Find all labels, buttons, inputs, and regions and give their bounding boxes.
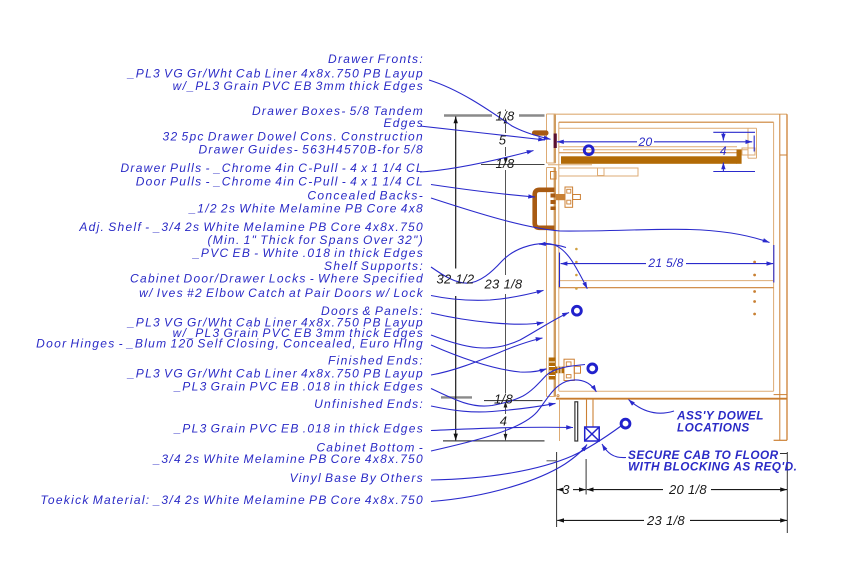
svg-text:23 1/8: 23 1/8 [484,276,523,291]
svg-text:w/_PL3 Grain PVC EB 3mm thick: w/_PL3 Grain PVC EB 3mm thick Edges [173,79,424,93]
svg-text:_PL3 VG Gr/Wht Cab Liner 4x8x.: _PL3 VG Gr/Wht Cab Liner 4x8x.750 PB Lay… [127,367,424,381]
svg-text:WITH BLOCKING AS REQ'D.: WITH BLOCKING AS REQ'D. [628,460,797,474]
svg-text:_PVC EB - White .018 in thick: _PVC EB - White .018 in thick Edges [192,246,424,260]
svg-text:_PL3 Grain PVC EB .018 in thic: _PL3 Grain PVC EB .018 in thick Edges [173,422,424,436]
svg-text:Drawer Fronts:: Drawer Fronts: [328,52,424,66]
svg-text:Concealed Backs-: Concealed Backs- [307,189,424,203]
svg-text:w/ Ives #2 Elbow Catch at Pair: w/ Ives #2 Elbow Catch at Pair Doors w/ … [139,286,424,300]
svg-text:5: 5 [499,133,507,148]
svg-text:Edges: Edges [383,116,424,130]
svg-text:1/8: 1/8 [494,391,513,406]
svg-text:_3/4 2s White Melamine PB Core: _3/4 2s White Melamine PB Core 4x8x.750 [152,452,424,466]
svg-text:Adj. Shelf - _3/4 2s White Mel: Adj. Shelf - _3/4 2s White Melamine PB C… [78,220,424,234]
svg-text:Toekick Material: _3/4 2s Whit: Toekick Material: _3/4 2s White Melamine… [40,493,424,507]
svg-text:Cabinet Door/Drawer Locks - Wh: Cabinet Door/Drawer Locks - Where Specif… [130,272,424,286]
svg-text:4: 4 [500,414,508,429]
svg-text:32 5pc Drawer Dowel Cons. Cons: 32 5pc Drawer Dowel Cons. Construction [163,130,425,144]
svg-text:1/8: 1/8 [496,156,515,171]
svg-text:23 1/8: 23 1/8 [646,513,685,528]
svg-text:3: 3 [562,482,570,497]
svg-text:Finished Ends:: Finished Ends: [328,353,424,367]
svg-text:20: 20 [638,135,653,149]
svg-text:21 5/8: 21 5/8 [647,256,683,270]
svg-text:Shelf Supports:: Shelf Supports: [324,259,424,273]
svg-text:_PL3 Grain PVC EB .018 in thic: _PL3 Grain PVC EB .018 in thick Edges [173,380,424,394]
svg-text:_PL3 VG Gr/Wht Cab Liner 4x8x.: _PL3 VG Gr/Wht Cab Liner 4x8x.750 PB Lay… [127,66,424,80]
svg-text:4: 4 [720,144,727,158]
svg-text:Door Pulls - _Chrome 4in C-Pul: Door Pulls - _Chrome 4in C-Pull - 4 x 1 … [136,175,424,189]
svg-text:32 1/2: 32 1/2 [437,271,475,286]
svg-text:Vinyl Base By Others: Vinyl Base By Others [290,471,424,485]
svg-text:20 1/8: 20 1/8 [668,482,707,497]
svg-text:Unfinished Ends:: Unfinished Ends: [314,397,424,411]
svg-text:SECURE CAB TO FLOOR: SECURE CAB TO FLOOR [628,448,779,462]
svg-text:ASS'Y DOWEL: ASS'Y DOWEL [676,409,764,423]
svg-text:Cabinet Bottom -: Cabinet Bottom - [316,441,424,455]
svg-text:Drawer Guides- 563H4570B-for 5: Drawer Guides- 563H4570B-for 5/8 [198,142,424,156]
svg-text:w/_PL3 Grain PVC EB 3mm thick: w/_PL3 Grain PVC EB 3mm thick Edges [173,326,424,340]
svg-text:Doors & Panels:: Doors & Panels: [321,304,424,318]
svg-text:LOCATIONS: LOCATIONS [677,421,750,435]
svg-text:Door Hinges - _Blum 120 Self C: Door Hinges - _Blum 120 Self Closing, Co… [36,336,424,350]
svg-text:Drawer Pulls - _Chrome 4in C-P: Drawer Pulls - _Chrome 4in C-Pull - 4 x … [120,161,424,175]
svg-text:1/8: 1/8 [496,109,515,124]
svg-text:Drawer Boxes- 5/8 Tandem: Drawer Boxes- 5/8 Tandem [252,104,424,118]
svg-text:(Min. 1" Thick for Spans Over: (Min. 1" Thick for Spans Over 32") [207,233,424,247]
svg-text:_PL3 VG Gr/Wht Cab Liner 4x8x.: _PL3 VG Gr/Wht Cab Liner 4x8x.750 PB Lay… [127,316,424,330]
svg-text:_1/2 2s White Melamine PB Core: _1/2 2s White Melamine PB Core 4x8 [188,202,424,216]
